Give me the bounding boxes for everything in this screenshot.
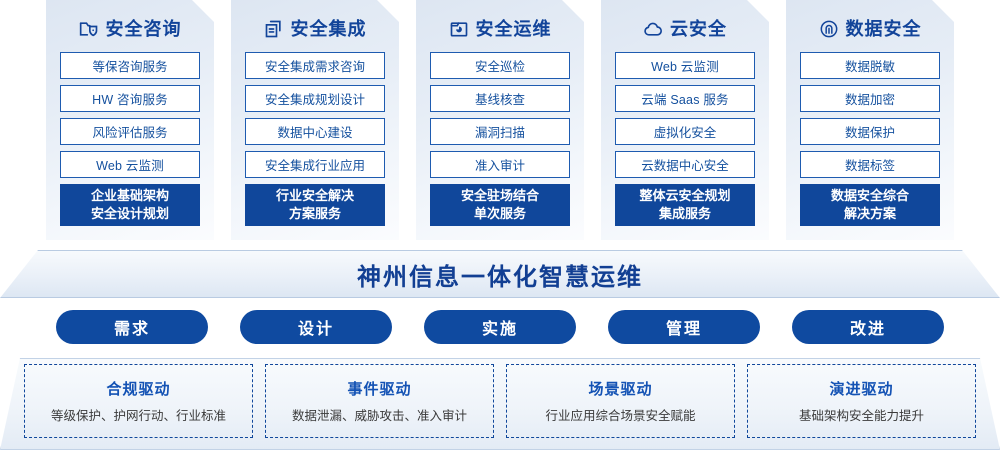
service-item[interactable]: 漏洞扫描: [430, 118, 570, 145]
card-summary: 安全驻场结合 单次服务: [430, 184, 570, 226]
driver-box-incident[interactable]: 事件驱动 数据泄漏、威胁攻击、准入审计: [265, 364, 494, 438]
category-card-cloud-security[interactable]: 云安全 Web 云监测 云端 Saas 服务 虚拟化安全 云数据中心安全 整体云…: [601, 0, 769, 240]
driver-title: 事件驱动: [347, 381, 412, 398]
driver-box-compliance[interactable]: 合规驱动 等级保护、护网行动、行业标准: [24, 364, 253, 438]
summary-line-2: 方案服务: [288, 206, 341, 221]
service-item[interactable]: 风险评估服务: [60, 118, 200, 145]
service-item[interactable]: 安全集成规划设计: [245, 85, 385, 112]
service-item[interactable]: 数据保护: [800, 118, 940, 145]
category-card-security-operations[interactable]: 安全运维 安全巡检 基线核查 漏洞扫描 准入审计 安全驻场结合 单次服务: [416, 0, 584, 240]
driver-subtitle: 数据泄漏、威胁攻击、准入审计: [291, 409, 467, 423]
service-item[interactable]: 安全集成需求咨询: [245, 52, 385, 79]
card-title: 安全运维: [475, 19, 552, 39]
driver-title: 合规驱动: [106, 381, 171, 398]
category-card-security-integration[interactable]: 安全集成 安全集成需求咨询 安全集成规划设计 数据中心建设 安全集成行业应用 行…: [231, 0, 399, 240]
driver-title: 演进驱动: [829, 381, 894, 398]
card-summary: 整体云安全规划 集成服务: [615, 184, 755, 226]
category-card-data-security[interactable]: 数据安全 数据脱敏 数据加密 数据保护 数据标签 数据安全综合 解决方案: [786, 0, 954, 240]
driver-subtitle: 基础架构安全能力提升: [798, 409, 924, 423]
card-summary: 数据安全综合 解决方案: [800, 184, 940, 226]
fingerprint-icon: [819, 19, 839, 39]
summary-line-1: 行业安全解决: [275, 188, 354, 204]
card-summary: 行业安全解决 方案服务: [245, 184, 385, 226]
summary-line-1: 数据安全综合: [830, 188, 909, 204]
lifecycle-phases-row: 需求 设计 实施 管理 改进: [0, 310, 1000, 348]
summary-line-1: 整体云安全规划: [639, 188, 731, 204]
card-title: 云安全: [670, 19, 727, 39]
category-cards-row: 安全咨询 等保咨询服务 HW 咨询服务 风险评估服务 Web 云监测 企业基础架…: [0, 0, 1000, 252]
phase-pill-design[interactable]: 设计: [240, 310, 392, 344]
summary-line-2: 单次服务: [473, 206, 526, 221]
service-item[interactable]: 安全巡检: [430, 52, 570, 79]
service-item[interactable]: 数据中心建设: [245, 118, 385, 145]
summary-line-2: 解决方案: [843, 206, 896, 221]
driver-box-evolution[interactable]: 演进驱动 基础架构安全能力提升: [747, 364, 976, 438]
phase-pill-implementation[interactable]: 实施: [424, 310, 576, 344]
summary-line-2: 安全设计规划: [90, 206, 169, 221]
service-item[interactable]: 数据脱敏: [800, 52, 940, 79]
drivers-row: 合规驱动 等级保护、护网行动、行业标准 事件驱动 数据泄漏、威胁攻击、准入审计 …: [0, 358, 1000, 450]
platform-banner: 神州信息一体化智慧运维: [0, 250, 1000, 298]
card-title: 安全集成: [290, 19, 367, 39]
summary-line-2: 集成服务: [658, 206, 711, 221]
service-item[interactable]: HW 咨询服务: [60, 85, 200, 112]
banner-title: 神州信息一体化智慧运维: [357, 263, 643, 291]
service-item[interactable]: 数据加密: [800, 85, 940, 112]
service-item[interactable]: 云端 Saas 服务: [615, 85, 755, 112]
service-item[interactable]: 虚拟化安全: [615, 118, 755, 145]
banner-shape: [0, 250, 1000, 298]
driver-subtitle: 行业应用综合场景安全赋能: [545, 409, 696, 423]
cloud-icon: [643, 19, 663, 39]
driver-subtitle: 等级保护、护网行动、行业标准: [50, 409, 226, 423]
category-card-security-consulting[interactable]: 安全咨询 等保咨询服务 HW 咨询服务 风险评估服务 Web 云监测 企业基础架…: [46, 0, 214, 240]
service-item[interactable]: 安全集成行业应用: [245, 151, 385, 178]
summary-line-1: 安全驻场结合: [460, 188, 539, 204]
service-item[interactable]: Web 云监测: [615, 52, 755, 79]
drivers-base: 合规驱动 等级保护、护网行动、行业标准 事件驱动 数据泄漏、威胁攻击、准入审计 …: [0, 358, 1000, 450]
card-header: 数据安全: [796, 6, 944, 52]
card-summary: 企业基础架构 安全设计规划: [60, 184, 200, 226]
card-title: 数据安全: [845, 19, 922, 39]
folder-shield-icon: [79, 19, 99, 39]
stacked-documents-icon: [264, 19, 284, 39]
service-item[interactable]: 准入审计: [430, 151, 570, 178]
card-header: 云安全: [611, 6, 759, 52]
summary-line-1: 企业基础架构: [90, 188, 169, 204]
service-item[interactable]: 云数据中心安全: [615, 151, 755, 178]
driver-box-scenario[interactable]: 场景驱动 行业应用综合场景安全赋能: [506, 364, 735, 438]
card-header: 安全运维: [426, 6, 574, 52]
card-header: 安全咨询: [56, 6, 204, 52]
service-item[interactable]: 数据标签: [800, 151, 940, 178]
phase-pill-requirement[interactable]: 需求: [56, 310, 208, 344]
card-title: 安全咨询: [105, 19, 182, 39]
folder-chart-icon: [449, 19, 469, 39]
phase-pill-improvement[interactable]: 改进: [792, 310, 944, 344]
card-header: 安全集成: [241, 6, 389, 52]
phase-pill-management[interactable]: 管理: [608, 310, 760, 344]
service-item[interactable]: Web 云监测: [60, 151, 200, 178]
service-item[interactable]: 等保咨询服务: [60, 52, 200, 79]
service-item[interactable]: 基线核查: [430, 85, 570, 112]
driver-title: 场景驱动: [588, 381, 653, 398]
